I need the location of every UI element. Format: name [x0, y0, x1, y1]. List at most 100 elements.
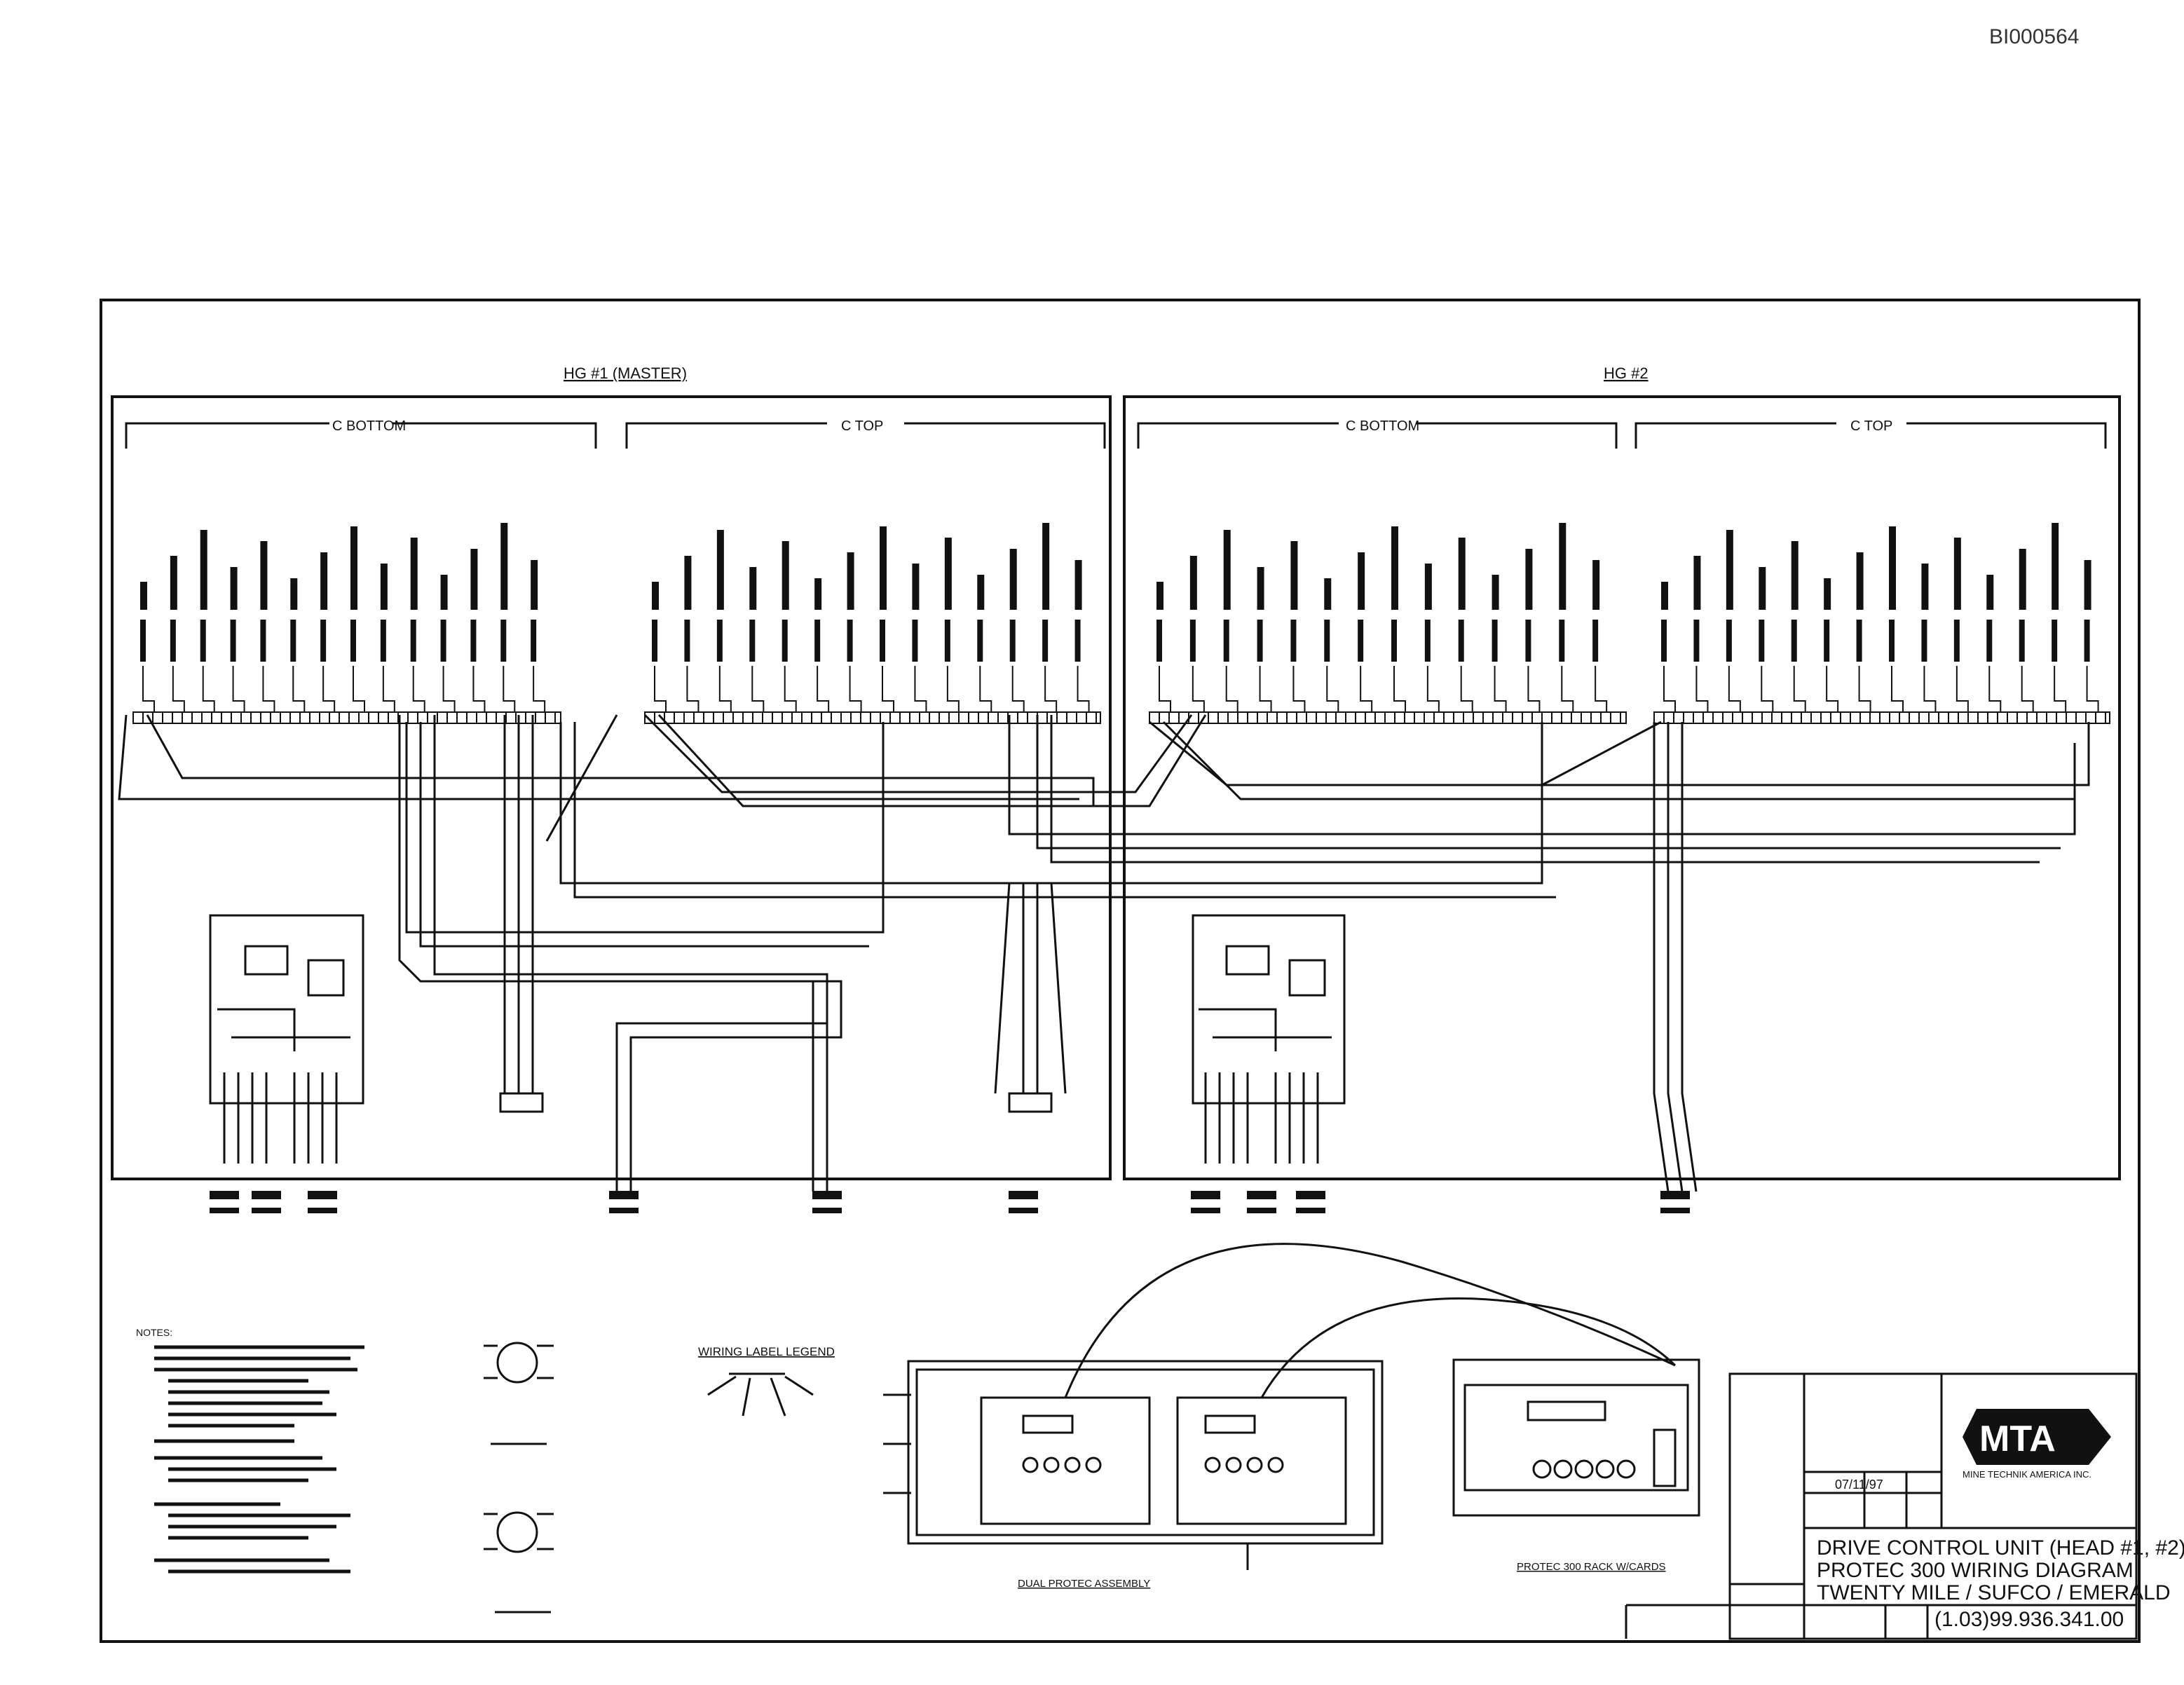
connector-plug [1009, 1191, 1038, 1213]
connector-plug [308, 1191, 337, 1213]
wire-lead [1192, 666, 1205, 712]
wire-number-bar [1889, 620, 1895, 662]
component-label-bar [944, 538, 952, 610]
wire-lead [1494, 666, 1507, 712]
sheet-border [100, 299, 2141, 1643]
wire-lead [232, 666, 245, 712]
wire-number-bar [2019, 620, 2025, 662]
wire-number-bar [290, 620, 296, 662]
wire-number-bar [140, 620, 146, 662]
wire-lead [202, 666, 215, 712]
wire-number-bar [1009, 620, 1016, 662]
wire-number-bar [880, 620, 885, 662]
notes-heading: NOTES: [136, 1327, 172, 1338]
component-label-bar [1257, 567, 1264, 610]
wire-lead [533, 666, 546, 712]
wire-number-bar [1592, 620, 1599, 662]
connector-plug [1660, 1191, 1690, 1213]
component-label-bar [847, 552, 854, 610]
wire-lead [1225, 666, 1238, 712]
wire-number-bar [1559, 620, 1565, 662]
wiring-label-legend-title: WIRING LABEL LEGEND [698, 1345, 835, 1358]
wire-number-bar [1424, 620, 1431, 662]
component-label-bar [684, 556, 692, 610]
wire-lead [751, 666, 765, 712]
wire-lead [322, 666, 336, 712]
component-label-bar [440, 575, 448, 610]
wiring-label-legend: WIRING LABEL LEGEND [698, 1345, 835, 1417]
wire-number-bar [1525, 620, 1531, 662]
wire-lead [979, 666, 992, 712]
component-label-bar [500, 523, 508, 610]
wire-lead [1259, 666, 1272, 712]
wire-lead [2054, 666, 2067, 712]
wire-lead [849, 666, 862, 712]
field-unit-board-head1 [209, 914, 364, 1164]
component-label-bar [782, 541, 789, 610]
component-label-bar [320, 552, 328, 610]
terminal-strip [132, 711, 561, 724]
wire-number-bar [782, 620, 788, 662]
component-label-bar [1009, 549, 1017, 610]
wire-number-bar [1290, 620, 1297, 662]
wire-lead [1326, 666, 1339, 712]
head2-c-top: C TOP [1850, 418, 1892, 434]
wire-lead [1077, 666, 1090, 712]
title-block [1625, 1372, 2138, 1640]
dual-protec-assembly-label: DUAL PROTEC ASSEMBLY [1018, 1578, 1150, 1590]
cable-clamps [499, 1092, 1053, 1113]
wire-lead [882, 666, 894, 712]
wire-number-bar [1791, 620, 1797, 662]
component-label-bar [470, 549, 478, 610]
wire-number-bar [1693, 620, 1700, 662]
component-label-bar [1889, 526, 1896, 610]
wire-number-bar [1358, 620, 1364, 662]
wire-lead [1761, 666, 1774, 712]
wire-number-bar [1156, 620, 1162, 662]
wire-number-bar [2052, 620, 2058, 662]
wire-number-bar [440, 620, 446, 662]
connector-plug [1247, 1191, 1276, 1213]
wire-number-bar [814, 620, 821, 662]
wire-number-bar [684, 620, 690, 662]
wire-number-bar [320, 620, 327, 662]
wire-lead [2086, 666, 2099, 712]
wire-lead [1011, 666, 1025, 712]
component-label-bar [380, 564, 388, 610]
wire-lead [1923, 666, 1937, 712]
component-label-bar [1492, 575, 1499, 610]
wire-number-bar [230, 620, 236, 662]
component-label-bar [1856, 552, 1864, 610]
wire-number-bar [1074, 620, 1081, 662]
wire-lead [914, 666, 927, 712]
wire-lead [353, 666, 365, 712]
wire-number-bar [1458, 620, 1464, 662]
wire-lead [1663, 666, 1676, 712]
wire-number-bar [1856, 620, 1862, 662]
wire-number-bar [1391, 620, 1397, 662]
wire-lead [1956, 666, 1969, 712]
wire-number-bar [1042, 620, 1049, 662]
component-label-bar [200, 530, 207, 610]
title-line-3: TWENTY MILE / SUFCO / EMERALD [1817, 1581, 2171, 1604]
component-label-bar [531, 560, 538, 610]
component-label-bar [1189, 556, 1197, 610]
connector-plug [812, 1191, 842, 1213]
terminal-strips [132, 711, 2110, 724]
component-label-bar [1424, 564, 1432, 610]
wire-lead [292, 666, 306, 712]
component-label-bar [2019, 549, 2026, 610]
wire-lead [1695, 666, 1709, 712]
component-label-bar [140, 582, 147, 610]
component-label-bar [1559, 523, 1567, 610]
wire-lead [172, 666, 185, 712]
mta-logo: MTA MINE TECHNIK AMERICA INC. [1963, 1409, 2111, 1480]
head2-c-bottom: C BOTTOM [1346, 418, 1419, 434]
component-label-bar [1042, 523, 1050, 610]
wire-lead [718, 666, 732, 712]
wire-number-bar [531, 620, 537, 662]
wire-lead [1360, 666, 1373, 712]
wire-number-bar [470, 620, 477, 662]
head1-title: HG #1 (MASTER) [564, 364, 687, 382]
